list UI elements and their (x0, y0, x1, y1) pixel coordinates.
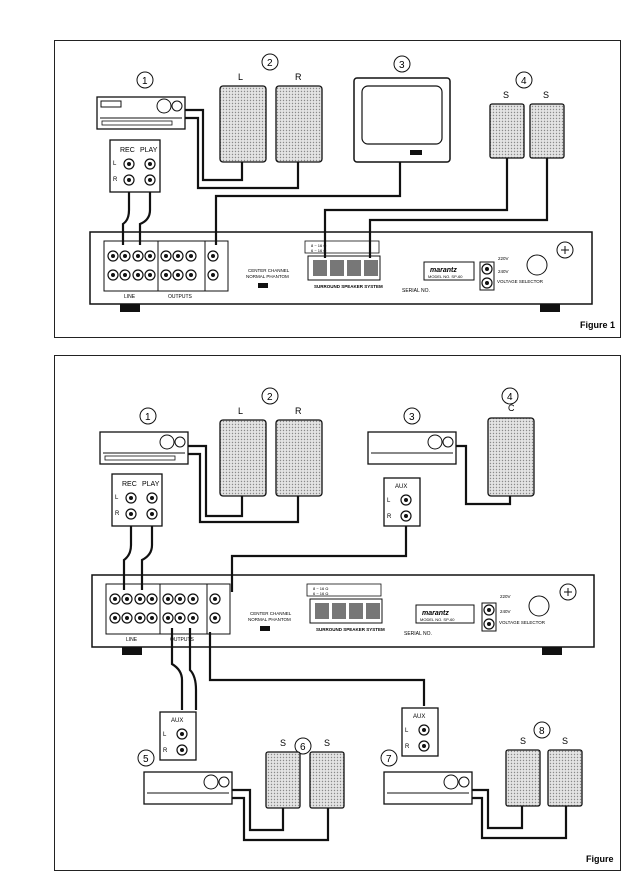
callout-2-6: 6 (300, 742, 306, 753)
aux-jacks-3: AUX L R (383, 477, 421, 527)
surround-speakers: S S (489, 90, 565, 159)
line-label-2: LINE (126, 637, 138, 643)
model-label-2: MODEL NO. SP-60 (420, 617, 455, 622)
center-channel-label-2: CENTER CHANNEL (250, 611, 292, 616)
aux-label-5: AUX (171, 718, 183, 724)
callout-1: 1 (142, 76, 148, 87)
voltage-selector-dial[interactable] (526, 254, 548, 276)
surround-r-label: S (543, 90, 549, 100)
serial-no-label: SERIAL NO. (402, 288, 430, 294)
rec-label-2: REC (122, 481, 137, 488)
voltage-selector-label-2: VOLTAGE SELECTOR (499, 620, 546, 625)
line-label: LINE (124, 294, 136, 300)
callout-2-4: 4 (507, 392, 513, 403)
serial-no-label-2: SERIAL NO. (404, 631, 432, 637)
callout-4: 4 (521, 76, 527, 87)
normal-phantom-label: NORMAL PHANTOM (246, 274, 289, 279)
callout-2-7: 7 (386, 754, 392, 765)
surround-8a-label: S (520, 736, 526, 746)
center-channel-switch[interactable] (258, 283, 268, 288)
callout-2-2: 2 (267, 392, 273, 403)
center-channel-label: CENTER CHANNEL (248, 268, 290, 273)
cables-figure-1 (121, 108, 549, 258)
outputs-label-2: OUTPUTS (170, 637, 195, 643)
center-channel-switch-2[interactable] (260, 626, 270, 631)
v220-label-2: 220V (500, 594, 511, 599)
aux-l-3: L (387, 498, 391, 504)
normal-phantom-label-2: NORMAL PHANTOM (248, 617, 291, 622)
surround-l-label: S (503, 90, 509, 100)
figure-1-callouts: 1 2 3 4 (136, 53, 533, 89)
front-speakers-2: L R (219, 406, 323, 497)
impedance-1-2: 8 ~ 16 Ω (313, 586, 328, 591)
surround-system-label: SURROUND SPEAKER SYSTEM (314, 284, 383, 289)
surround-system-label-2: SURROUND SPEAKER SYSTEM (316, 627, 385, 632)
aux-r-3: R (387, 514, 392, 520)
v240-label: 240V (498, 269, 509, 274)
figure-1-caption: Figure 1 (580, 320, 615, 330)
surround-6b-label: S (324, 738, 330, 748)
aux-jacks-7: AUX L R (401, 707, 439, 757)
aux-r-5: R (163, 748, 168, 754)
speaker-l-label: L (238, 72, 243, 82)
outputs-label: OUTPUTS (168, 294, 193, 300)
callout-2-3: 3 (409, 412, 415, 423)
r-label: R (113, 177, 118, 183)
figure-1: REC PLAY L R L R S S 1 (89, 53, 615, 330)
surround-8b-label: S (562, 736, 568, 746)
v220-label: 220V (498, 256, 509, 261)
rec-label: REC (120, 147, 135, 154)
speaker-l-label-2: L (238, 406, 243, 416)
front-speakers: L R (219, 72, 323, 163)
figure-2-callouts: 1 2 3 4 5 6 7 8 (137, 387, 551, 767)
center-label: C (508, 403, 515, 413)
rec-play-jacks-2: REC PLAY L R (111, 473, 163, 527)
impedance-1: 8 ~ 16 Ω (311, 243, 326, 248)
figure-2: REC PLAY L R L R AUX L R C (91, 387, 614, 864)
aux-jacks-5: AUX L R (159, 711, 197, 761)
surround-6a-label: S (280, 738, 286, 748)
center-speaker: C (487, 403, 535, 497)
brand-logo-2: marantz (422, 610, 449, 617)
impedance-2: 6 ~ 16 Ω (311, 248, 326, 253)
callout-3: 3 (399, 60, 405, 71)
impedance-2-2: 6 ~ 16 Ω (313, 591, 328, 596)
aux-l-7: L (405, 728, 409, 734)
aux-r-7: R (405, 744, 410, 750)
receiver-1b (99, 431, 189, 465)
l-label-2: L (115, 495, 119, 501)
aux-label-3: AUX (395, 484, 407, 490)
receiver-7 (383, 771, 473, 805)
receiver-3 (367, 431, 457, 465)
play-label-2: PLAY (142, 481, 160, 488)
rec-play-jacks: REC PLAY L R (109, 139, 161, 193)
speaker-r-label-2: R (295, 406, 302, 416)
sp60-rear-panel-1: LINE OUTPUTS CENTER CHANNEL NORMAL PHANT… (89, 231, 593, 312)
v240-label-2: 240V (500, 609, 511, 614)
callout-2: 2 (267, 58, 273, 69)
figure-2-caption: Figure (586, 854, 614, 864)
surround-speakers-6: S S (265, 738, 345, 809)
voltage-selector-label: VOLTAGE SELECTOR (497, 279, 544, 284)
r-label-2: R (115, 511, 120, 517)
voltage-selector-dial-2[interactable] (528, 595, 550, 617)
l-label: L (113, 161, 117, 167)
surround-speakers-8: S S (505, 736, 583, 807)
model-label: MODEL NO. SP-60 (428, 274, 463, 279)
callout-2-1: 1 (145, 412, 151, 423)
aux-l-5: L (163, 732, 167, 738)
speaker-r-label: R (295, 72, 302, 82)
receiver-5 (143, 771, 233, 805)
brand-logo: marantz (430, 267, 457, 274)
aux-label-7: AUX (413, 714, 425, 720)
play-label: PLAY (140, 147, 158, 154)
receiver-1 (96, 96, 186, 130)
cables-figure-2 (122, 444, 568, 842)
sp60-rear-panel-2: LINE OUTPUTS CENTER CHANNEL NORMAL PHANT… (91, 574, 595, 655)
callout-2-8: 8 (539, 726, 545, 737)
television (353, 77, 451, 163)
callout-2-5: 5 (143, 754, 149, 765)
